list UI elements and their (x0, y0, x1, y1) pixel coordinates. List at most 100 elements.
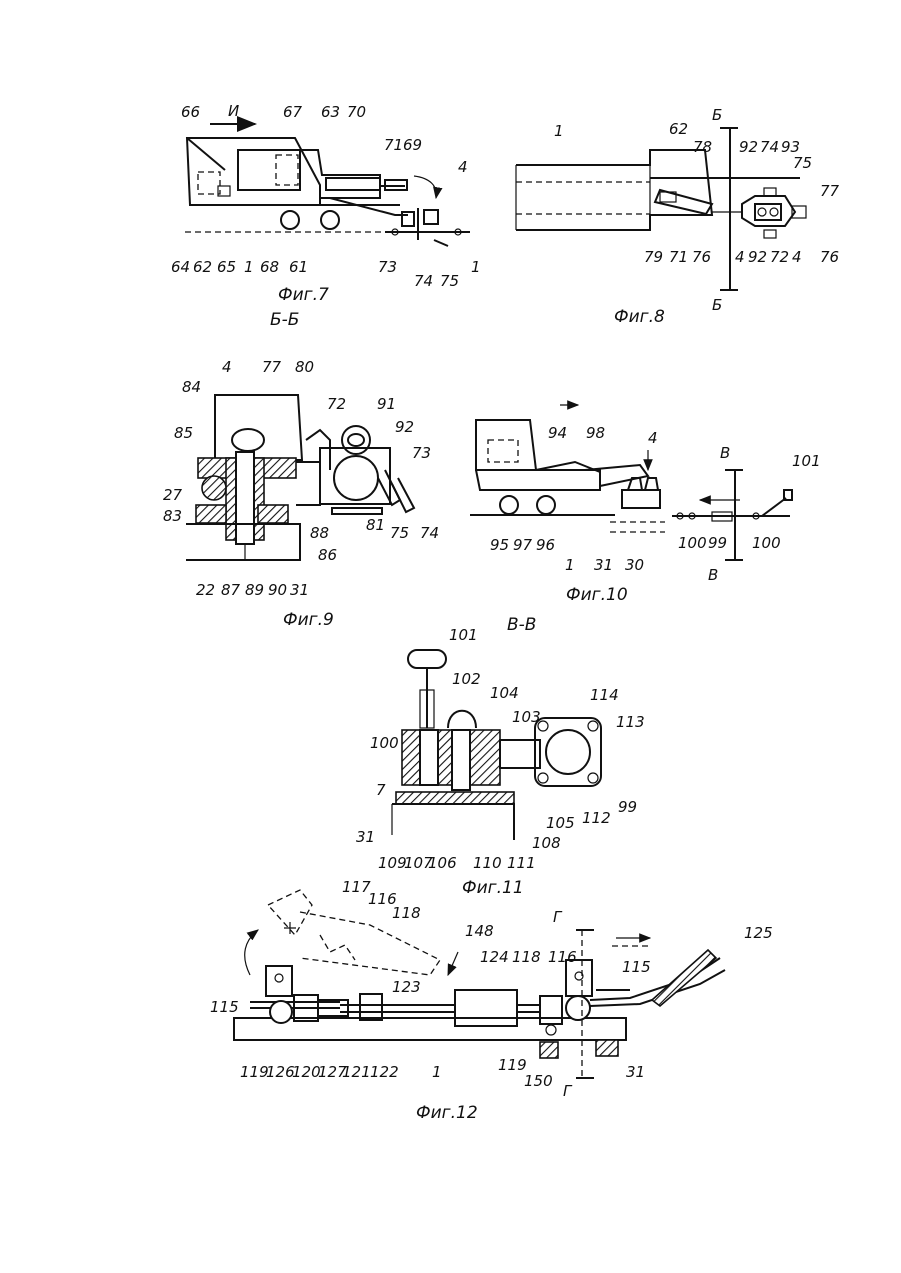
fig12-label-115: 115 (210, 998, 239, 1016)
fig7-label-69: 69 (403, 136, 422, 154)
fig9-label-88: 88 (310, 524, 329, 542)
figure-8: Б Б 1 62 78 92 74 93 75 77 79 71 76 4 92… (516, 106, 840, 327)
fig7-label-63: 63 (321, 103, 340, 121)
fig12-label-121: 121 (342, 1063, 371, 1081)
fig11-label-101: 101 (449, 626, 478, 644)
fig9-label-92: 92 (395, 418, 414, 436)
fig10-label-99: 99 (708, 534, 727, 552)
fig10-label-95: 95 (490, 536, 509, 554)
fig9-label-87: 87 (221, 581, 241, 599)
fig7-caption: Фиг.7 (278, 285, 329, 305)
fig7-label-1: 1 (244, 258, 254, 276)
fig11-label-103: 103 (512, 708, 541, 726)
fig10-caption: Фиг.10 (566, 585, 628, 605)
fig9-label-27: 27 (163, 486, 183, 504)
fig8-label-75: 75 (793, 154, 812, 172)
fig8-label-92: 92 (739, 138, 758, 156)
fig9-label-86: 86 (318, 546, 337, 564)
fig8-label-4: 4 (735, 248, 745, 266)
fig7-label-75: 75 (440, 272, 459, 290)
fig9-label-91: 91 (377, 395, 396, 413)
figure-12: Г Г 117 116 118 148 124 118 116 125 115 … (210, 878, 773, 1123)
figure-11: В-В 101 102 104 103 114 113 100 7 1 (356, 615, 645, 898)
fig10-label-97: 97 (513, 536, 533, 554)
figure-7: И 66 67 63 70 71 69 4 64 62 65 1 68 61 7… (171, 102, 481, 305)
fig7-label-73: 73 (378, 258, 397, 276)
fig8-label-77: 77 (820, 182, 840, 200)
fig8-section-mark-bottom: Б (712, 296, 722, 314)
fig12-label-125: 125 (744, 924, 773, 942)
fig11-label-113: 113 (616, 713, 645, 731)
fig12-caption: Фиг.12 (416, 1103, 478, 1123)
fig7-label-61: 61 (289, 258, 308, 276)
fig7-label-74: 74 (414, 272, 433, 290)
fig10-label-4: 4 (648, 429, 658, 447)
fig9-label-90: 90 (268, 581, 287, 599)
fig9-label-85: 85 (174, 424, 193, 442)
fig9-label-75: 75 (390, 524, 409, 542)
fig12-label-124: 124 (480, 948, 509, 966)
fig9-label-89: 89 (245, 581, 264, 599)
fig7-label-1b: 1 (471, 258, 481, 276)
fig11-label-102: 102 (452, 670, 481, 688)
fig10-section-mark-bottom: В (708, 566, 718, 584)
fig8-label-74: 74 (760, 138, 779, 156)
fig10-label-100: 100 (678, 534, 707, 552)
fig10-label-30: 30 (625, 556, 644, 574)
fig8-label-79: 79 (644, 248, 663, 266)
fig8-label-76: 76 (692, 248, 711, 266)
fig8-label-71: 71 (669, 248, 688, 266)
fig12-label-148: 148 (465, 922, 494, 940)
fig11-label-109: 109 (378, 854, 407, 872)
fig12-section-mark-bottom: Г (563, 1082, 573, 1100)
fig12-label-118: 118 (392, 904, 421, 922)
fig9-label-73: 73 (412, 444, 431, 462)
fig8-label-4b: 4 (792, 248, 802, 266)
fig7-label-66: 66 (181, 103, 200, 121)
fig12-label-119: 119 (240, 1063, 269, 1081)
fig11-label-108: 108 (532, 834, 561, 852)
fig10-label-100b: 100 (752, 534, 781, 552)
fig12-label-115b: 115 (622, 958, 651, 976)
fig12-label-117: 117 (342, 878, 371, 896)
fig9-label-81: 81 (366, 516, 385, 534)
fig11-label-105: 105 (546, 814, 575, 832)
fig10-label-98: 98 (586, 424, 605, 442)
fig9-label-74: 74 (420, 524, 439, 542)
fig11-caption: Фиг.11 (462, 878, 524, 898)
fig9-caption: Фиг.9 (283, 610, 334, 630)
fig12-drawing (234, 890, 725, 1080)
fig11-label-31: 31 (356, 828, 375, 846)
fig9-label-22: 22 (196, 581, 215, 599)
fig12-label-118b: 118 (512, 948, 541, 966)
fig9-label-80: 80 (295, 358, 314, 376)
fig11-label-111: 111 (507, 854, 536, 872)
fig8-caption: Фиг.8 (614, 307, 665, 327)
fig10-section-mark-top: В (720, 444, 730, 462)
fig11-section-title: В-В (507, 615, 536, 635)
fig7-label-70: 70 (347, 103, 366, 121)
fig8-section-mark-top: Б (712, 106, 722, 124)
fig11-label-106: 106 (428, 854, 457, 872)
fig7-label-64: 64 (171, 258, 190, 276)
fig9-label-83: 83 (163, 507, 182, 525)
fig7-label-4: 4 (458, 158, 468, 176)
fig9-section-title: Б-Б (270, 310, 299, 330)
fig12-label-122: 122 (370, 1063, 399, 1081)
fig12-label-31: 31 (626, 1063, 645, 1081)
fig8-label-78: 78 (693, 138, 712, 156)
fig7-label-67: 67 (283, 103, 303, 121)
fig7-label-71: 71 (384, 136, 403, 154)
fig11-label-110: 110 (473, 854, 502, 872)
figure-10: В В 94 98 4 101 95 97 96 1 31 30 100 99 … (470, 405, 821, 605)
fig7-label-65: 65 (217, 258, 236, 276)
fig11-label-7: 7 (376, 781, 386, 799)
fig8-label-1: 1 (554, 122, 564, 140)
fig8-label-76b: 76 (820, 248, 839, 266)
fig9-label-31: 31 (290, 581, 309, 599)
fig12-label-116b: 116 (548, 948, 577, 966)
fig9-label-72: 72 (327, 395, 346, 413)
fig12-label-1: 1 (432, 1063, 442, 1081)
fig12-label-123: 123 (392, 978, 421, 996)
